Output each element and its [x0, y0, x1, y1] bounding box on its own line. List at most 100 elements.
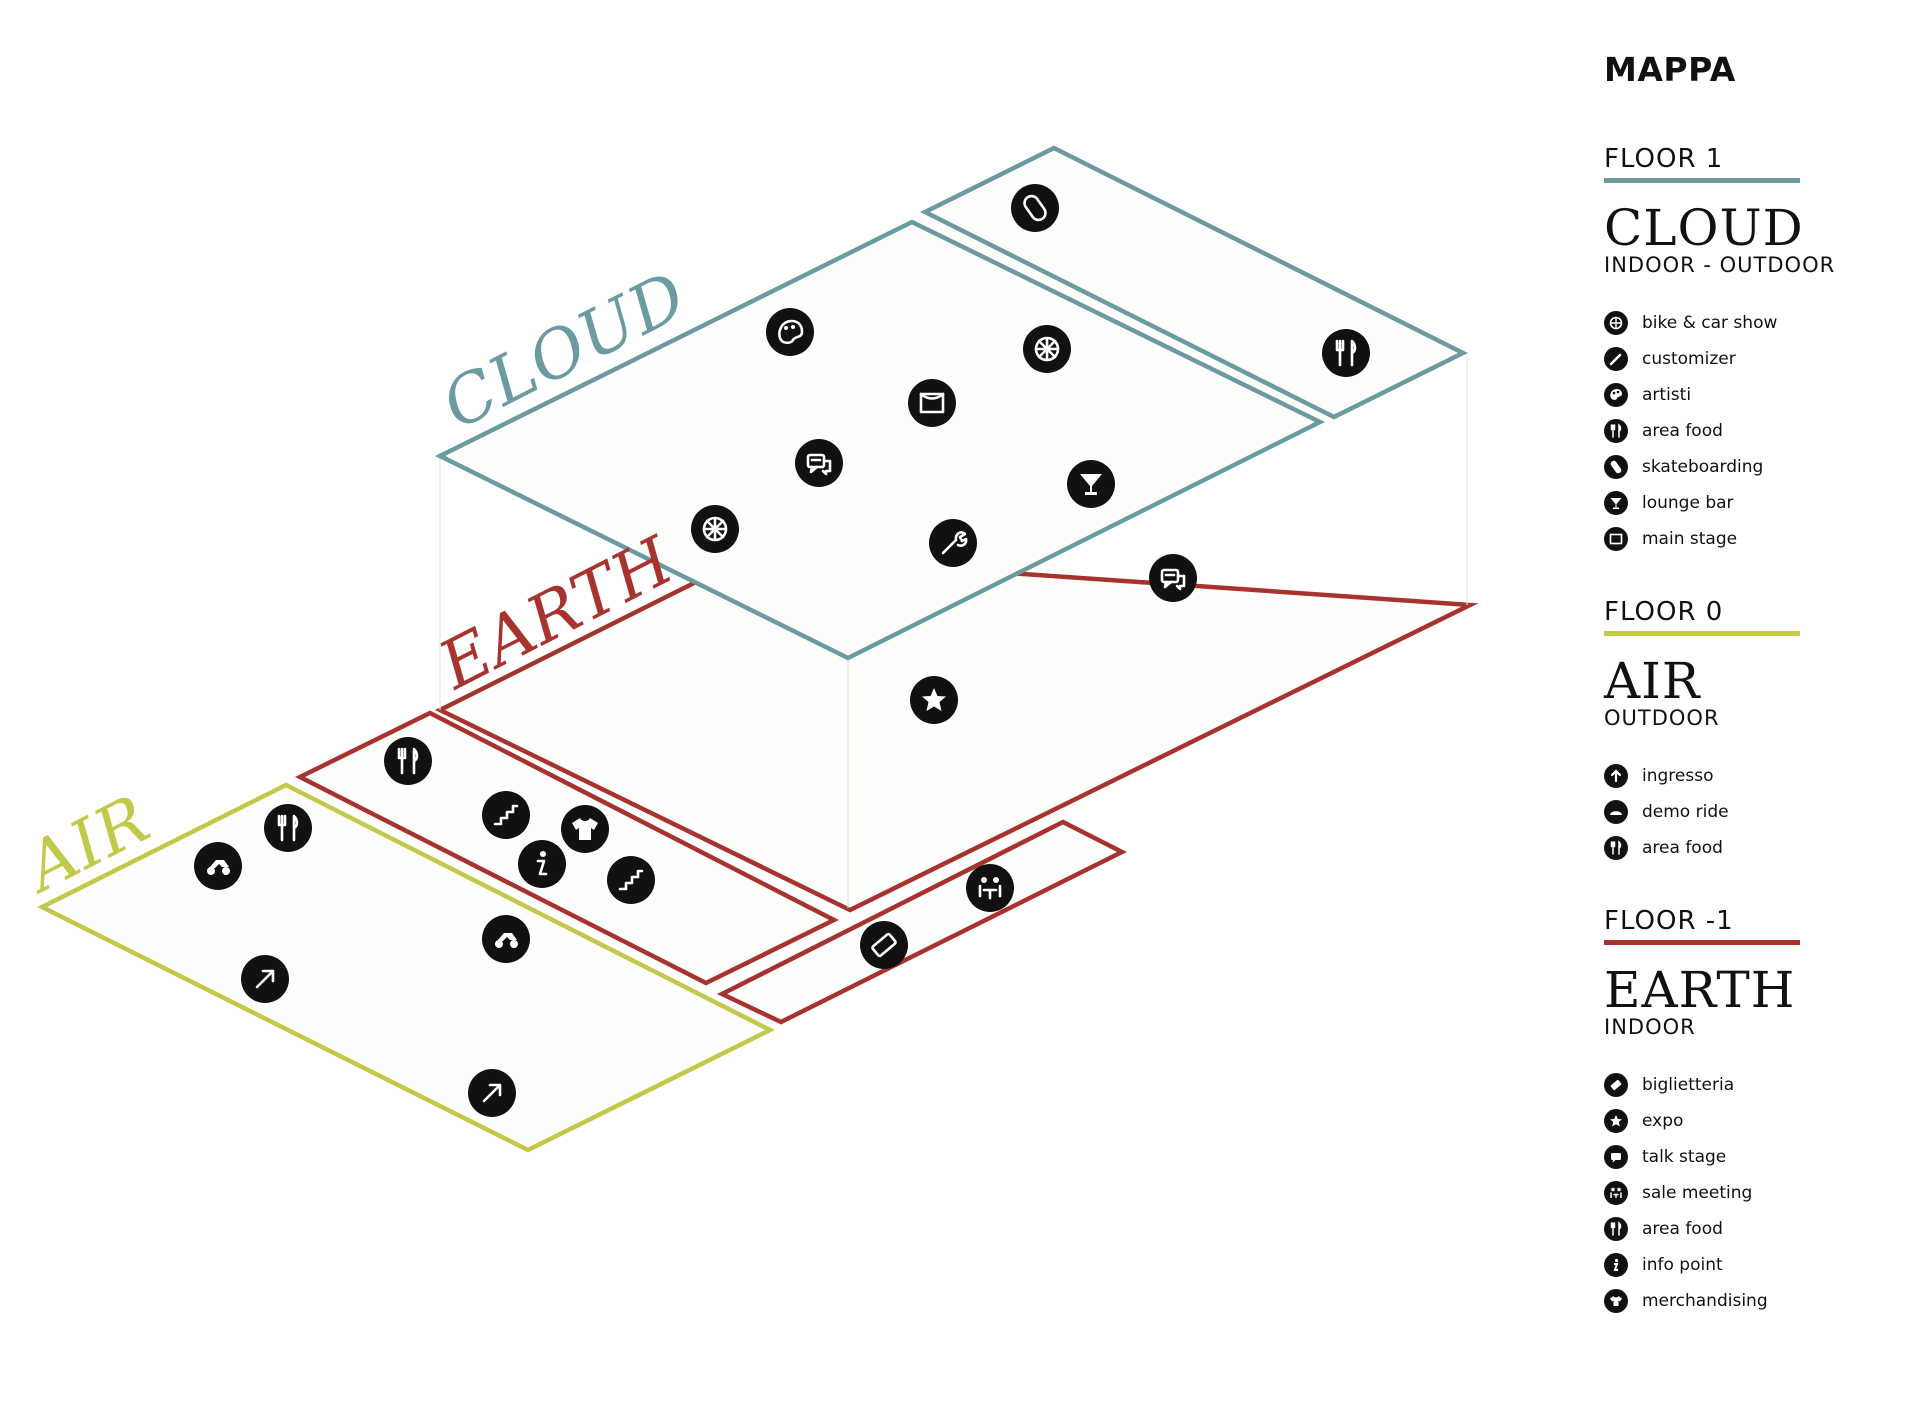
- wheel-icon: [1604, 311, 1628, 335]
- fork-knife-icon[interactable]: [384, 737, 432, 785]
- legend-item[interactable]: sale meeting: [1604, 1175, 1904, 1211]
- arrow-icon: [1604, 764, 1628, 788]
- floor-subtitle: OUTDOOR: [1604, 706, 1720, 730]
- legend-item-label: sale meeting: [1642, 1183, 1753, 1203]
- legend-item[interactable]: bike & car show: [1604, 305, 1904, 341]
- stage-icon: [1604, 527, 1628, 551]
- pencil-icon: [1604, 347, 1628, 371]
- wrench-icon[interactable]: [929, 519, 977, 567]
- star-icon: [1604, 1109, 1628, 1133]
- legend-item-label: merchandising: [1642, 1291, 1768, 1311]
- skateboard-icon[interactable]: [1011, 184, 1059, 232]
- legend-item[interactable]: demo ride: [1604, 794, 1904, 830]
- arrow-icon[interactable]: [468, 1069, 516, 1117]
- shirt-icon[interactable]: [561, 805, 609, 853]
- legend-item-label: info point: [1642, 1255, 1723, 1275]
- fork-knife-icon: [1604, 419, 1628, 443]
- cocktail-icon: [1604, 491, 1628, 515]
- legend-item-label: expo: [1642, 1111, 1684, 1131]
- floor-color-rule: [1604, 631, 1800, 636]
- legend-item-label: lounge bar: [1642, 493, 1734, 513]
- meeting-icon[interactable]: [966, 864, 1014, 912]
- motorbike-icon[interactable]: [194, 842, 242, 890]
- earth-floor: [294, 552, 1479, 1025]
- legend-item[interactable]: area food: [1604, 413, 1904, 449]
- legend-item[interactable]: expo: [1604, 1103, 1904, 1139]
- legend-item-label: area food: [1642, 838, 1723, 858]
- floor-name: CLOUD: [1604, 199, 1804, 257]
- ticket-icon[interactable]: [860, 921, 908, 969]
- ticket-icon: [1604, 1073, 1628, 1097]
- shirt-icon: [1604, 1289, 1628, 1313]
- wheel-icon[interactable]: [1023, 325, 1071, 373]
- legend-item[interactable]: talk stage: [1604, 1139, 1904, 1175]
- floor-name: AIR: [1604, 652, 1701, 710]
- chat-icon: [1604, 1145, 1628, 1169]
- motorbike-icon[interactable]: [482, 915, 530, 963]
- legend-item[interactable]: area food: [1604, 1211, 1904, 1247]
- legend-item-label: area food: [1642, 1219, 1723, 1239]
- legend-items: bike & car show customizer artisti area foo…: [1604, 305, 1904, 557]
- earth-meeting-strip: [716, 819, 1128, 1025]
- legend-items: ingresso demo ride area food: [1604, 758, 1904, 866]
- motorbike-icon: [1604, 800, 1628, 824]
- earth-main-hall: [434, 552, 1479, 913]
- fork-knife-icon[interactable]: [1322, 329, 1370, 377]
- legend-item[interactable]: area food: [1604, 830, 1904, 866]
- legend-item-label: skateboarding: [1642, 457, 1764, 477]
- legend-item[interactable]: merchandising: [1604, 1283, 1904, 1319]
- fork-knife-icon: [1604, 1217, 1628, 1241]
- earth-food-strip: [294, 710, 840, 986]
- map-markers: [194, 184, 1370, 1117]
- stairs-icon[interactable]: [482, 791, 530, 839]
- legend-item-label: talk stage: [1642, 1147, 1727, 1167]
- legend-item[interactable]: biglietteria: [1604, 1067, 1904, 1103]
- stairs-icon[interactable]: [607, 856, 655, 904]
- legend-title: MAPPA: [1604, 50, 1736, 89]
- chat-icon[interactable]: [795, 439, 843, 487]
- floor-color-rule: [1604, 940, 1800, 945]
- legend-item[interactable]: skateboarding: [1604, 449, 1904, 485]
- fork-knife-icon: [1604, 836, 1628, 860]
- info-icon[interactable]: [518, 840, 566, 888]
- chat-icon[interactable]: [1149, 554, 1197, 602]
- wheel-icon[interactable]: [691, 505, 739, 553]
- legend-item[interactable]: customizer: [1604, 341, 1904, 377]
- palette-icon[interactable]: [766, 308, 814, 356]
- legend-item[interactable]: main stage: [1604, 521, 1904, 557]
- floor-number: FLOOR 0: [1604, 597, 1724, 627]
- legend-item-label: area food: [1642, 421, 1723, 441]
- legend-item[interactable]: ingresso: [1604, 758, 1904, 794]
- fork-knife-icon[interactable]: [264, 804, 312, 852]
- legend-item[interactable]: artisti: [1604, 377, 1904, 413]
- legend-item[interactable]: info point: [1604, 1247, 1904, 1283]
- cloud-walls: [439, 355, 1468, 908]
- skateboard-icon: [1604, 455, 1628, 479]
- legend-item-label: artisti: [1642, 385, 1692, 405]
- legend-item-label: demo ride: [1642, 802, 1729, 822]
- legend-item-label: ingresso: [1642, 766, 1714, 786]
- stage-icon[interactable]: [908, 379, 956, 427]
- floor-color-rule: [1604, 178, 1800, 183]
- floor-map: CLOUD EARTH AIR: [9, 145, 1479, 1153]
- legend-item-label: biglietteria: [1642, 1075, 1735, 1095]
- info-icon: [1604, 1253, 1628, 1277]
- floor-number: FLOOR 1: [1604, 144, 1724, 174]
- arrow-icon[interactable]: [241, 955, 289, 1003]
- star-icon[interactable]: [910, 676, 958, 724]
- legend-item[interactable]: lounge bar: [1604, 485, 1904, 521]
- legend-item-label: bike & car show: [1642, 313, 1778, 333]
- floor-subtitle: INDOOR - OUTDOOR: [1604, 253, 1836, 277]
- legend-items: biglietteria expo talk stage sale meeting ar…: [1604, 1067, 1904, 1319]
- floor-name: EARTH: [1604, 961, 1796, 1019]
- palette-icon: [1604, 383, 1628, 407]
- legend-item-label: main stage: [1642, 529, 1738, 549]
- floor-subtitle: INDOOR: [1604, 1015, 1696, 1039]
- legend-item-label: customizer: [1642, 349, 1736, 369]
- cocktail-icon[interactable]: [1067, 460, 1115, 508]
